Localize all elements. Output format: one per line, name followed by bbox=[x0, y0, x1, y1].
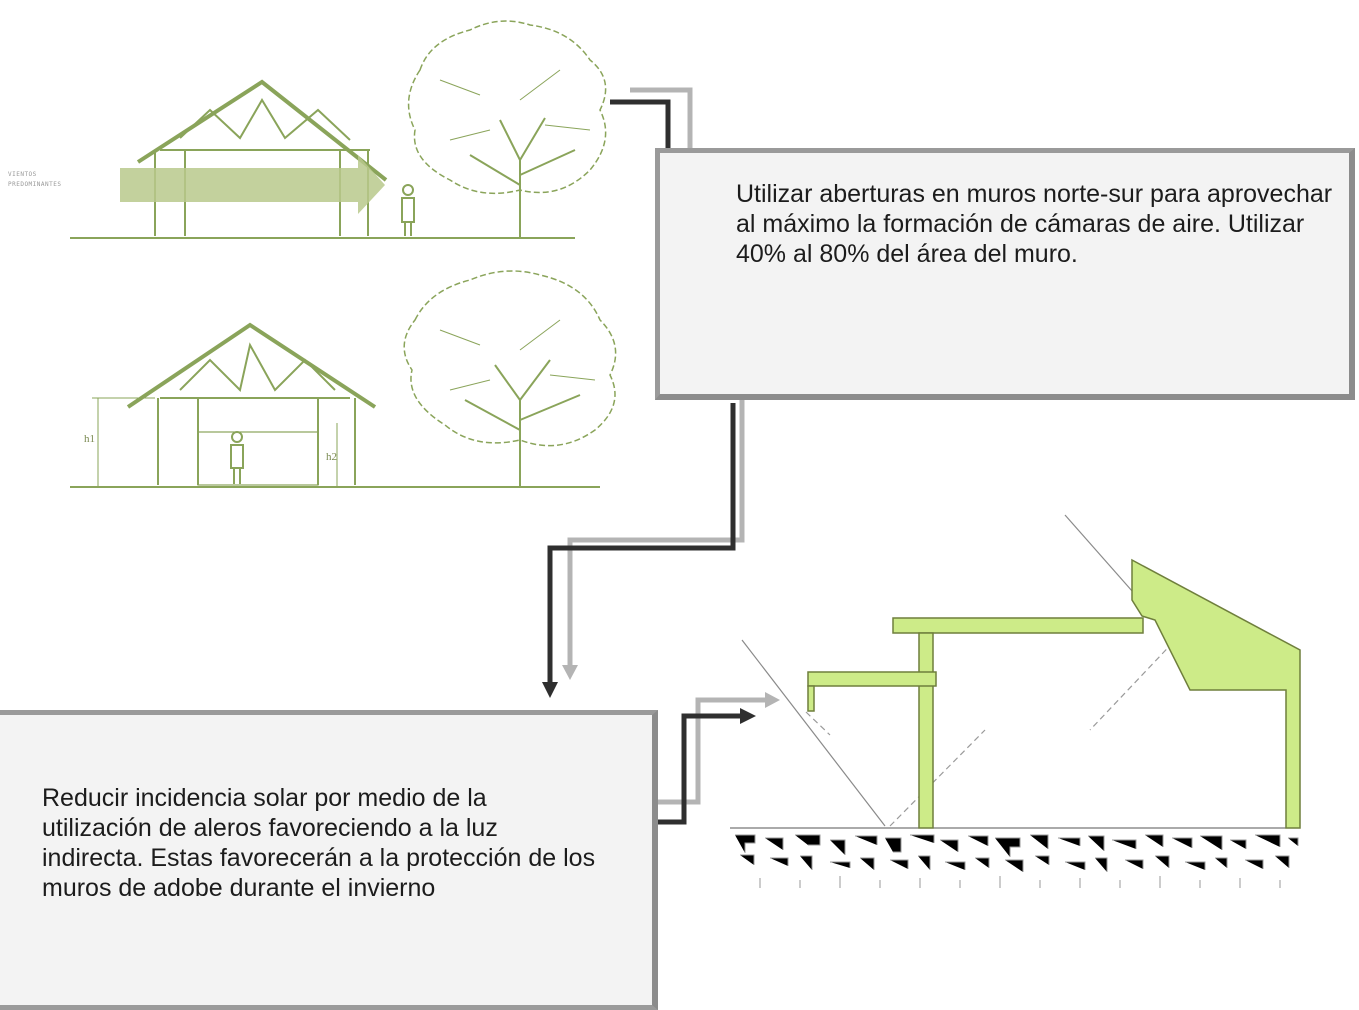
note-box-openings: Utilizar aberturas en muros norte-sur pa… bbox=[655, 148, 1355, 400]
svg-text:h2: h2 bbox=[326, 451, 337, 463]
svg-text:PREDOMINANTES: PREDOMINANTES bbox=[8, 181, 61, 188]
wind-label: VIENTOS PREDOMINANTES bbox=[8, 171, 61, 188]
wind-arrow bbox=[120, 155, 385, 214]
svg-text:h1: h1 bbox=[84, 433, 95, 445]
note-box-eaves: Reducir incidencia solar por medio de la… bbox=[0, 710, 658, 1010]
note-eaves-text: Reducir incidencia solar por medio de la… bbox=[42, 784, 596, 902]
wind-section-sketch bbox=[70, 79, 575, 239]
tree-top bbox=[407, 20, 607, 238]
height-section-sketch bbox=[70, 322, 600, 488]
tree-middle bbox=[403, 270, 617, 487]
eaves-section bbox=[730, 514, 1301, 888]
height-labels: h1 h2 bbox=[84, 433, 337, 463]
svg-text:VIENTOS: VIENTOS bbox=[8, 171, 37, 178]
note-openings-text: Utilizar aberturas en muros norte-sur pa… bbox=[736, 180, 1333, 268]
